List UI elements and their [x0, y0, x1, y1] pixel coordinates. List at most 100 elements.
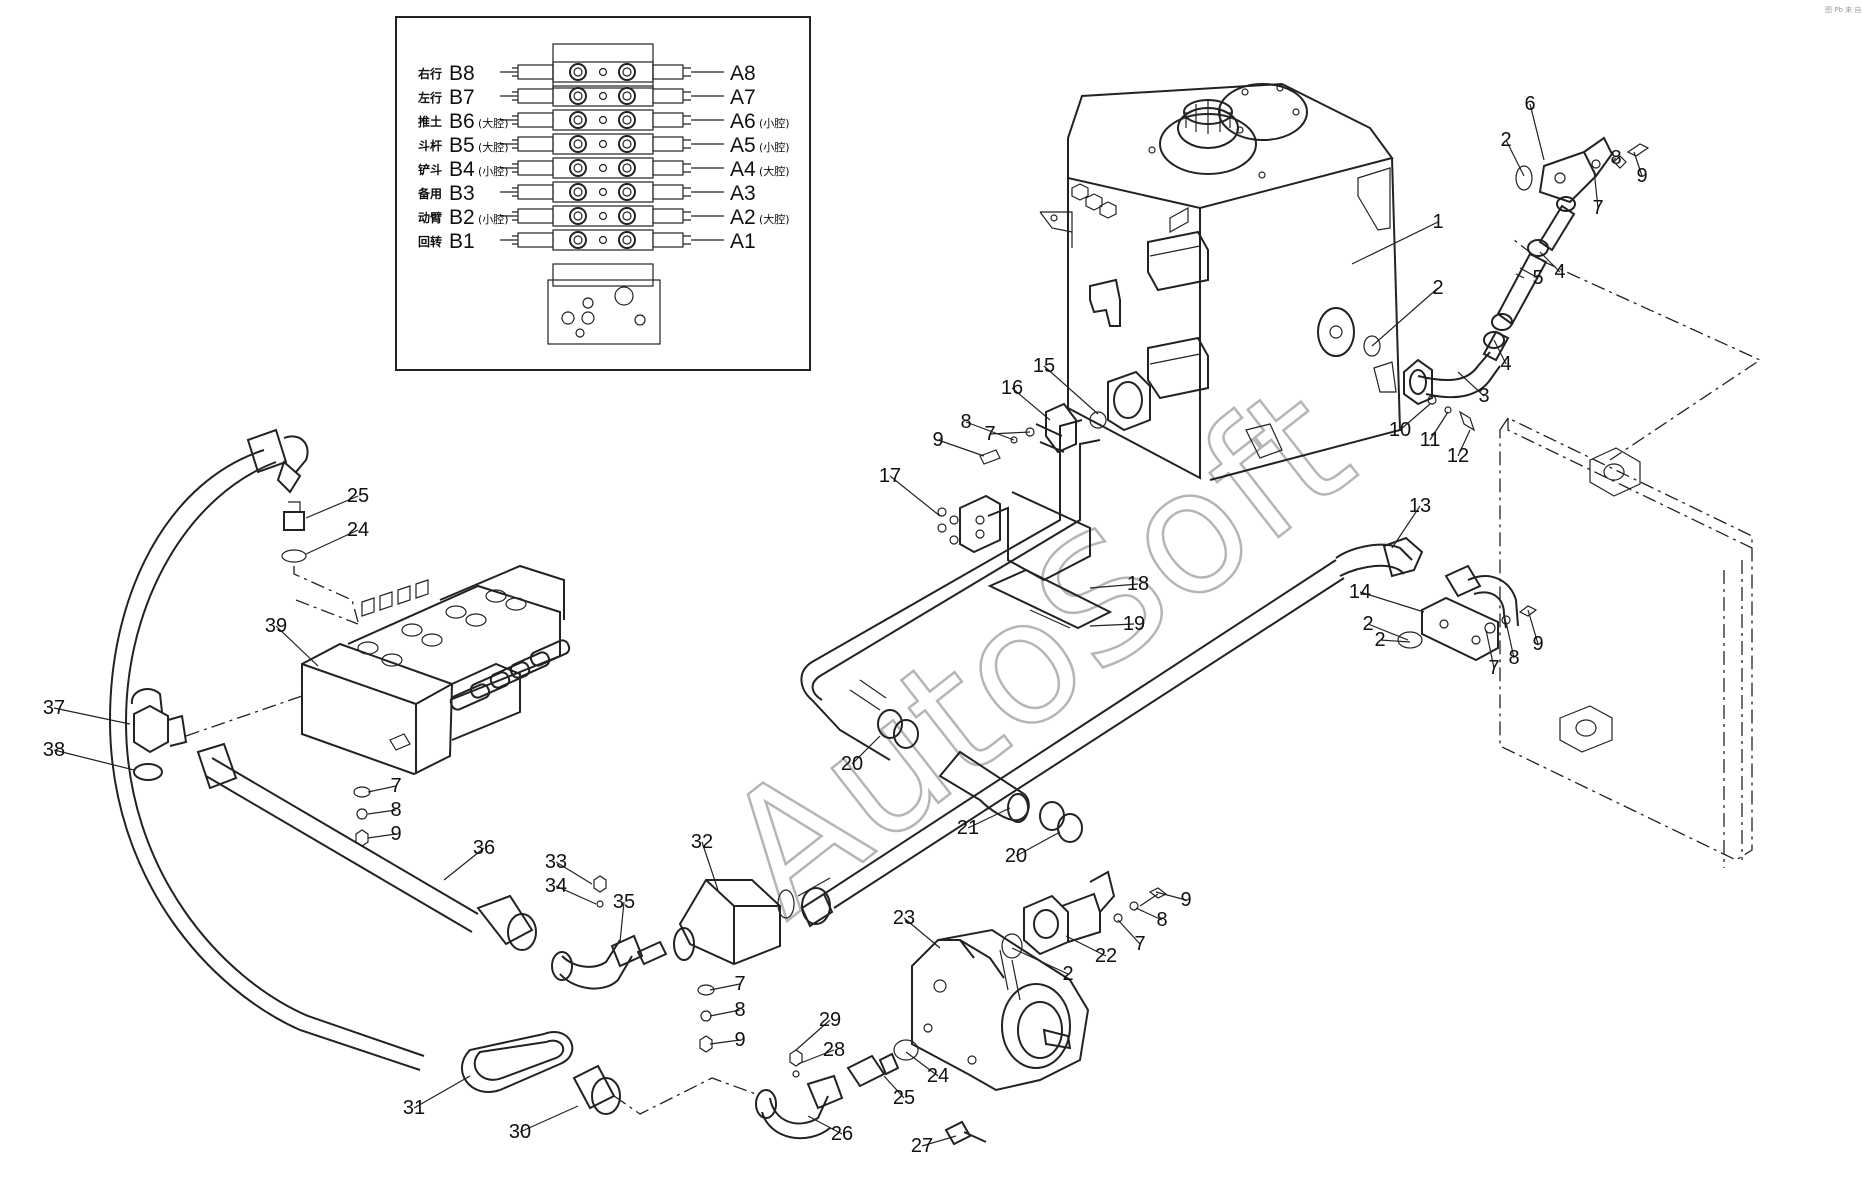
callout-2: 2	[1371, 277, 1444, 347]
callout-23: 23	[893, 907, 941, 949]
valve-section	[500, 85, 724, 107]
callout-number: 9	[734, 1029, 745, 1051]
function-label: 铲斗	[418, 162, 442, 177]
callout-number: 5	[1532, 267, 1543, 289]
valve-section	[500, 157, 724, 179]
function-label: 斗杆	[418, 138, 442, 153]
callout-8: 8	[1610, 147, 1621, 169]
callout-number: 9	[390, 823, 401, 845]
function-label: 左行	[417, 90, 442, 105]
callout-number: 8	[1508, 647, 1519, 669]
callout-number: 9	[1636, 165, 1647, 187]
callout-1: 1	[1351, 211, 1444, 265]
callout-6: 6	[1524, 93, 1545, 161]
callout-number: 8	[390, 799, 401, 821]
callout-34: 34	[545, 875, 597, 905]
callout-number: 3	[1478, 385, 1489, 407]
callout-7: 7	[367, 775, 402, 797]
callout-number: 7	[734, 973, 745, 995]
chamber-note: (大腔)	[478, 140, 509, 154]
callout-20: 20	[1005, 831, 1061, 867]
port-b-label: B3	[449, 182, 475, 205]
chamber-note: (大腔)	[759, 164, 790, 178]
callout-number: 21	[957, 817, 979, 839]
callout-number: 39	[265, 615, 287, 637]
port-b-label: B2	[449, 206, 475, 229]
callout-number: 18	[1127, 573, 1149, 595]
callout-number: 14	[1349, 581, 1371, 603]
port-b-label: B8	[449, 62, 475, 85]
cooler-inlet-drawing	[1335, 536, 1538, 662]
callout-number: 4	[1500, 353, 1511, 375]
return-line-drawing	[1363, 136, 1650, 432]
function-label: 备用	[417, 186, 442, 201]
callout-number: 20	[841, 753, 863, 775]
callout-number: 27	[911, 1135, 933, 1157]
hydraulic-pump-drawing	[911, 870, 1168, 1092]
callout-21: 21	[957, 807, 1011, 839]
port-b-label: B6	[449, 110, 475, 133]
callout-25: 25	[883, 1075, 915, 1109]
valve-section	[500, 205, 724, 227]
callout-number: 7	[1134, 933, 1145, 955]
callout-8: 8	[960, 411, 1015, 441]
callout-number: 36	[473, 837, 495, 859]
callout-8: 8	[367, 799, 402, 821]
callout-number: 7	[1488, 657, 1499, 679]
callout-number: 13	[1409, 495, 1431, 517]
callout-number: 2	[1362, 613, 1373, 635]
callout-9: 9	[932, 429, 985, 457]
callout-number: 37	[43, 697, 65, 719]
callout-17: 17	[879, 465, 941, 517]
callout-9: 9	[1527, 609, 1544, 655]
callout-2: 2	[1011, 947, 1074, 985]
valve-section	[500, 133, 724, 155]
callout-number: 8	[1610, 147, 1621, 169]
callout-7: 7	[1485, 629, 1500, 679]
valve-section	[500, 61, 724, 83]
port-b-label: B7	[449, 86, 475, 109]
callout-2: 2	[1500, 129, 1525, 177]
callout-number: 20	[1005, 845, 1027, 867]
port-a-label: A1	[730, 230, 756, 253]
chamber-note: (小腔)	[478, 164, 509, 178]
callout-10: 10	[1389, 403, 1431, 441]
callout-number: 2	[1374, 629, 1385, 651]
callout-number: 19	[1123, 613, 1145, 635]
function-label: 回转	[418, 234, 442, 249]
callout-number: 16	[1001, 377, 1023, 399]
callout-4: 4	[1539, 251, 1566, 283]
callout-number: 26	[831, 1123, 853, 1145]
callout-number: 8	[960, 411, 971, 433]
callout-number: 31	[403, 1097, 425, 1119]
callout-number: 4	[1554, 261, 1565, 283]
callout-19: 19	[1089, 613, 1145, 635]
callout-36: 36	[443, 837, 495, 881]
callout-2: 2	[1374, 629, 1411, 651]
callout-14: 14	[1349, 581, 1425, 613]
callout-number: 25	[893, 1087, 915, 1109]
callout-number: 17	[879, 465, 901, 487]
callout-number: 33	[545, 851, 567, 873]
callout-number: 24	[927, 1065, 949, 1087]
chamber-note: (小腔)	[759, 140, 790, 154]
callout-number: 8	[1156, 909, 1167, 931]
port-a-label: A4	[730, 158, 756, 181]
valve-section	[500, 181, 724, 203]
callout-9: 9	[1155, 889, 1192, 911]
port-b-label: B1	[449, 230, 475, 253]
callout-29: 29	[795, 1009, 841, 1051]
callout-number: 11	[1420, 429, 1441, 451]
hoses-drawing	[108, 428, 987, 1146]
callout-15: 15	[1033, 355, 1099, 415]
function-label: 推土	[418, 114, 442, 129]
port-b-label: B4	[449, 158, 475, 181]
port-b-label: B5	[449, 134, 475, 157]
callout-number: 10	[1389, 419, 1411, 441]
callout-24: 24	[905, 1051, 949, 1087]
callout-number: 12	[1447, 445, 1469, 467]
callout-number: 2	[1062, 963, 1073, 985]
callout-22: 22	[1065, 935, 1117, 967]
valve-section	[500, 229, 724, 251]
